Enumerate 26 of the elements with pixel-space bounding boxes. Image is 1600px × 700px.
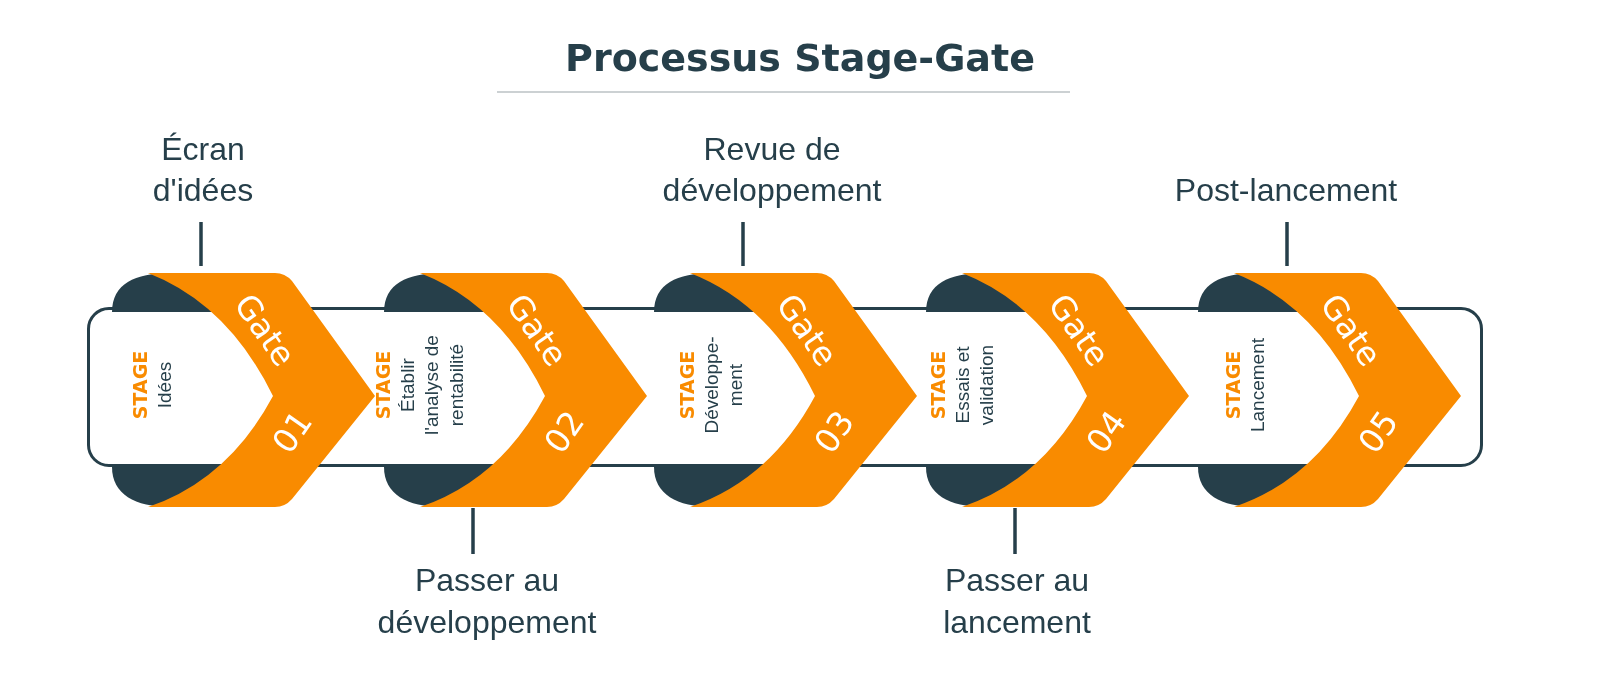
gate-number: 02 — [536, 403, 592, 461]
gate-number: 03 — [806, 403, 862, 461]
diagram-title: Processus Stage-Gate — [565, 36, 1035, 80]
gate-name: Passer au développement — [376, 561, 598, 642]
stage-tag: STAGE — [925, 325, 951, 445]
gate-name: Écran d'idées — [151, 129, 255, 211]
stage-name: Développe- ment — [699, 335, 748, 436]
gate-number: 05 — [1350, 403, 1406, 461]
leader-line — [471, 508, 475, 554]
stage-tag: STAGE — [128, 325, 153, 445]
gate-name: Post-lancement — [1174, 171, 1398, 211]
stage-name: Établir l'analyse de rentabilité — [395, 334, 468, 437]
gate-number: 01 — [264, 403, 320, 461]
gate-number: 04 — [1078, 403, 1134, 461]
stage-tag: STAGE — [674, 325, 700, 445]
stage-name: Lancement — [1246, 337, 1269, 434]
gate-name: Passer au lancement — [942, 561, 1092, 642]
stage-tag: STAGE — [370, 325, 396, 445]
leader-line — [1013, 508, 1017, 554]
stage-name: Idées — [153, 360, 176, 411]
stage-name: Essais et validation — [950, 343, 999, 428]
leader-line — [1285, 222, 1289, 266]
gate-name: Revue de développement — [661, 129, 883, 211]
stage-tag: STAGE — [1221, 325, 1246, 445]
leader-line — [741, 222, 745, 266]
leader-line — [199, 222, 203, 266]
